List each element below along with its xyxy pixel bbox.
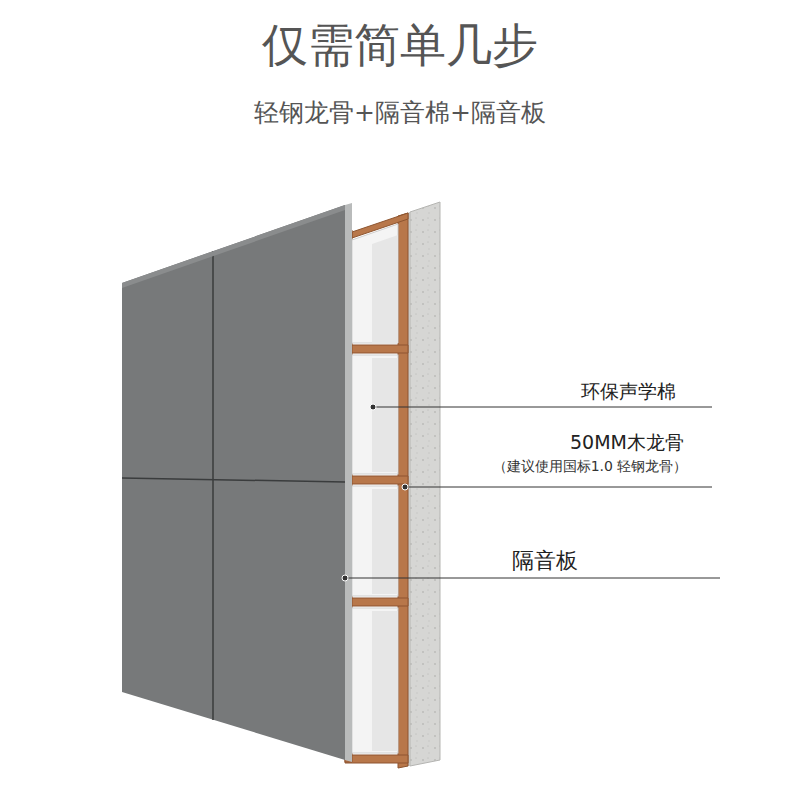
leader-lines [342,404,720,581]
part-label: 环保声学棉 [581,380,676,403]
title: 仅需简单几步 [262,18,538,73]
part-label: 50MM木龙骨 [570,431,684,454]
concrete-wall [398,202,440,768]
wood-stud-frame [345,213,408,768]
subtitle: 轻钢龙骨+隔音棉+隔音板 [254,98,546,128]
part-note: （建议使用国标1.0 轻钢龙骨） [493,458,688,475]
acoustic-cotton [352,224,398,753]
soundproof-panels [122,203,352,762]
part-label: 隔音板 [512,548,578,574]
